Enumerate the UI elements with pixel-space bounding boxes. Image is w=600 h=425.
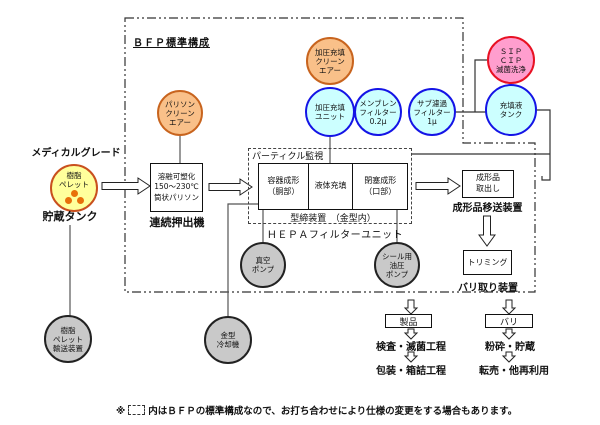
vacuum-pump-circle: 真空 ポンプ	[240, 242, 286, 288]
arrow-to-burr	[501, 299, 517, 315]
extruder-label: 連続押出機	[149, 216, 205, 229]
crush-storage-label: 粉砕・貯蔵	[485, 342, 535, 353]
cell-container-molding: 容器成形 （胴部）	[267, 176, 300, 196]
arrow-takeout-trimming	[478, 215, 496, 247]
dashed-box-icon	[128, 405, 146, 415]
arrow-extruder-mold	[208, 178, 253, 196]
particle-monitor-dashed-box	[248, 148, 412, 224]
footnote: ※ 内はＢＦＰの標準構成なので、お打ち合わせにより仕様の変更をする場合もあります。	[116, 392, 586, 417]
mold-clamping-label: 型締装置 （金型内）	[290, 214, 376, 224]
takeout-label: 成形品移送装置	[452, 203, 523, 214]
trimming-box: トリミング	[463, 250, 512, 275]
seal-hydraulic-pump-text: シール用 油圧 ポンプ	[382, 251, 412, 279]
fill-liquid-tank-text: 充填液 タンク	[499, 101, 523, 119]
arrow-storage-extruder	[101, 177, 151, 195]
fill-clean-air-text: 加圧充填 クリーン エアー	[315, 47, 345, 75]
sip-cip-circle: ＳＩＰ ＣＩＰ 滅菌洗浄	[487, 36, 535, 84]
arrow-burr-crush	[501, 328, 517, 340]
mold-cooler-text: 金型 冷却機	[216, 331, 240, 349]
sub-filter-text: サブ濾過 フィルター 1μ	[413, 98, 451, 126]
seal-hydraulic-pump-circle: シール用 油圧 ポンプ	[374, 242, 420, 288]
arrow-mold-takeout	[415, 177, 461, 195]
takeout-box: 成形品 取出し	[462, 170, 514, 198]
mold-cooler-circle: 金型 冷却機	[204, 316, 252, 364]
medical-grade-label: メディカルグレード	[31, 148, 121, 159]
extruder-box: 溶融可塑化 150～230℃ 筒状パリソン	[150, 163, 203, 212]
packing-step-label: 包装・箱詰工程	[376, 366, 446, 377]
bfp-boundary-dashdot-box	[124, 17, 536, 293]
footnote-prefix: ※	[116, 406, 126, 417]
sip-cip-text: ＳＩＰ ＣＩＰ 滅菌洗浄	[496, 46, 526, 74]
arrow-crush-resale	[501, 351, 517, 363]
hepa-filter-unit-label: ＨＥＰＡフィルターユニット	[266, 230, 404, 241]
line-sip-branch	[474, 59, 487, 112]
storage-tank-label: 貯蔵タンク	[42, 210, 98, 223]
cell-seal-molding: 閉塞成形 （口部）	[352, 164, 407, 209]
footnote-text: 内はＢＦＰの標準構成なので、お打ち合わせにより仕様の変更をする場合もあります。	[148, 406, 518, 417]
particle-monitor-label: パーティクル監視	[252, 152, 324, 162]
fill-liquid-tank-circle: 充填液 タンク	[485, 84, 537, 136]
vacuum-pump-text: 真空 ポンプ	[251, 256, 275, 274]
sub-filter-circle: サブ濾過 フィルター 1μ	[408, 88, 456, 136]
inspection-step-label: 検査・滅菌工程	[376, 342, 446, 353]
parison-clean-air-text: パリソン クリーン エアー	[165, 99, 195, 127]
arrow-to-product	[403, 299, 419, 315]
bfp-boundary-title: ＢＦＰ標準構成	[133, 38, 210, 49]
arrow-product-inspect	[403, 328, 419, 340]
fill-unit-circle: 加圧充填 ユニット	[305, 87, 355, 137]
mold-clamping-box: 容器成形 （胴部） 液体充填 閉塞成形 （口部）	[258, 163, 408, 210]
fill-unit-text: 加圧充填 ユニット	[315, 103, 345, 121]
membrane-filter-text: メンブレン フィルター 0.2μ	[359, 98, 397, 126]
arrow-inspect-pack	[403, 351, 419, 363]
pellet-transport-text: 樹脂 ペレット 輸送装置	[53, 325, 83, 353]
resale-reuse-label: 転売・他再利用	[479, 366, 549, 377]
product-box: 製品	[385, 314, 432, 328]
trimming-label: バリ取り装置	[458, 283, 518, 294]
cell-liquid-filling: 液体充填	[307, 164, 353, 209]
storage-tank-circle-text: 樹脂 ペレット	[59, 171, 89, 189]
storage-tank-circle: 樹脂 ペレット	[50, 164, 98, 212]
resin-pellet-dots-icon	[64, 190, 84, 205]
line-tank-feed	[537, 109, 551, 181]
membrane-filter-circle: メンブレン フィルター 0.2μ	[354, 88, 402, 136]
pellet-transport-circle: 樹脂 ペレット 輸送装置	[44, 315, 92, 363]
burr-box: バリ	[485, 314, 533, 328]
fill-clean-air-circle: 加圧充填 クリーン エアー	[306, 37, 354, 85]
parison-clean-air-circle: パリソン クリーン エアー	[157, 90, 203, 136]
